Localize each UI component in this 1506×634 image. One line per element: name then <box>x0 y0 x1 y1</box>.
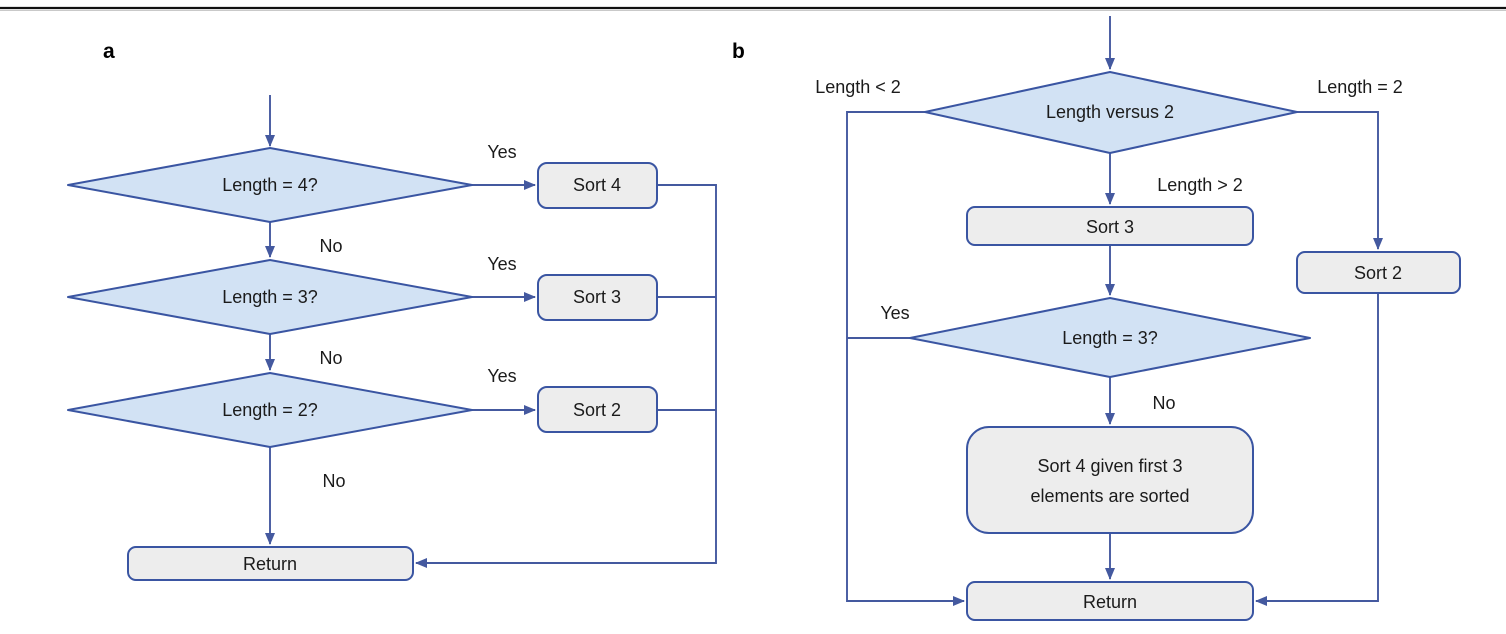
panel-b-box-sort-4-given-text-line2: elements are sorted <box>1030 486 1189 506</box>
panel-a-box-sort-2 <box>537 386 658 433</box>
panel-b-edge-length-lt-2 <box>846 111 965 606</box>
panel-b-edge-length-eq-2 <box>1297 111 1383 250</box>
panel-b-label-yes: Yes <box>880 303 909 323</box>
panel-a-box-sort-4-text: Sort 4 <box>573 175 621 195</box>
panel-b-label-length-gt-2: Length > 2 <box>1157 175 1243 195</box>
panel-a-label-yes-3: Yes <box>487 366 516 386</box>
panel-a-edge-merge-to-return <box>415 184 717 568</box>
panel-b: b Length < 2 Length = 2 Length > 2 Yes N… <box>732 16 1461 621</box>
panel-a-box-sort-3-text: Sort 3 <box>573 287 621 307</box>
panel-b-label-length-lt-2: Length < 2 <box>815 77 901 97</box>
panel-b-label-no: No <box>1152 393 1175 413</box>
panel-a-diamond-length-3-text: Length = 3? <box>222 287 318 307</box>
panel-a-label-no-1: No <box>319 236 342 256</box>
panel-b-box-return-text: Return <box>1083 592 1137 612</box>
panel-a-label-yes-2: Yes <box>487 254 516 274</box>
panel-b-diamond-length-versus-2 <box>924 71 1298 154</box>
panel-b-edge-sort2-to-return <box>1255 293 1379 606</box>
panel-b-box-sort-4-given-text-line1: Sort 4 given first 3 <box>1037 456 1182 476</box>
panel-b-box-sort-2-text: Sort 2 <box>1354 263 1402 283</box>
panel-a-box-return-text: Return <box>243 554 297 574</box>
panel-a: a Yes Yes Yes No No No Length = 4? Lengt… <box>67 40 717 581</box>
panel-a-box-sort-4 <box>537 162 658 209</box>
panel-a-diamond-length-4 <box>67 147 473 223</box>
panel-b-label-length-eq-2: Length = 2 <box>1317 77 1403 97</box>
panel-a-diamond-length-4-text: Length = 4? <box>222 175 318 195</box>
panel-a-label-no-2: No <box>319 348 342 368</box>
panel-a-box-sort-3 <box>537 274 658 321</box>
panel-a-box-sort-2-text: Sort 2 <box>573 400 621 420</box>
panel-b-box-sort-3 <box>966 206 1254 246</box>
panel-a-label: a <box>103 40 115 63</box>
panel-b-diamond-length-3-text: Length = 3? <box>1062 328 1158 348</box>
panel-a-label-yes-1: Yes <box>487 142 516 162</box>
panel-b-diamond-length-versus-2-text: Length versus 2 <box>1046 102 1174 122</box>
panel-a-diamond-length-3 <box>67 259 473 335</box>
panel-a-box-return <box>127 546 414 581</box>
panel-a-label-no-3: No <box>322 471 345 491</box>
panel-b-diamond-length-3 <box>909 297 1311 378</box>
panel-a-diamond-length-2-text: Length = 2? <box>222 400 318 420</box>
panel-b-box-sort-2 <box>1296 251 1461 294</box>
panel-b-box-sort-4-given <box>966 426 1254 534</box>
panel-a-diamond-length-2 <box>67 372 473 448</box>
panel-b-label: b <box>732 40 745 63</box>
panel-b-box-sort-3-text: Sort 3 <box>1086 217 1134 237</box>
panel-b-box-return <box>966 581 1254 621</box>
